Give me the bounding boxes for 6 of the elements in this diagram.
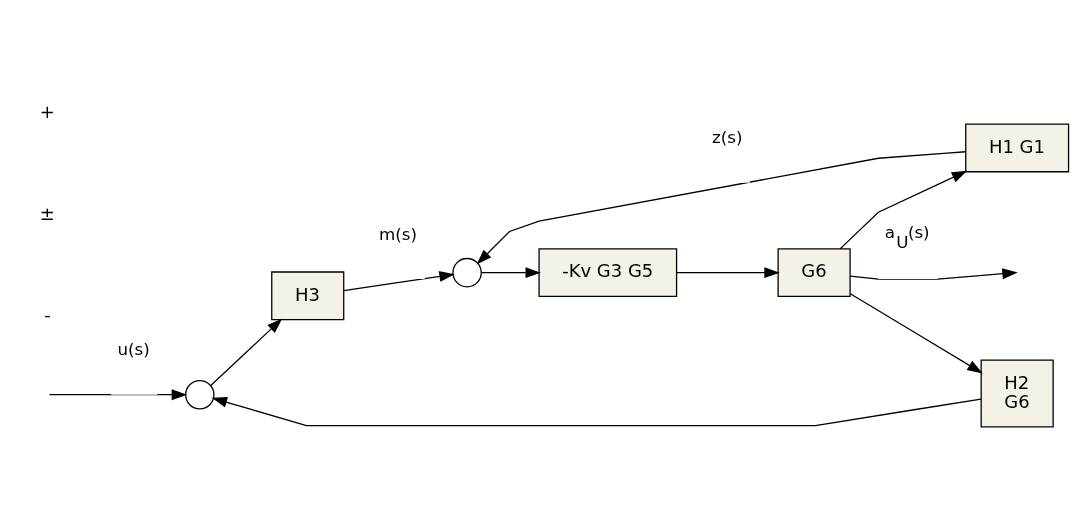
label: + [39, 101, 55, 123]
edge-label: z(s) [711, 127, 743, 148]
edge-label: u(s) [117, 339, 150, 360]
edge-label: m(s) [379, 223, 418, 244]
label: ± [39, 202, 55, 224]
label: - [44, 304, 51, 326]
